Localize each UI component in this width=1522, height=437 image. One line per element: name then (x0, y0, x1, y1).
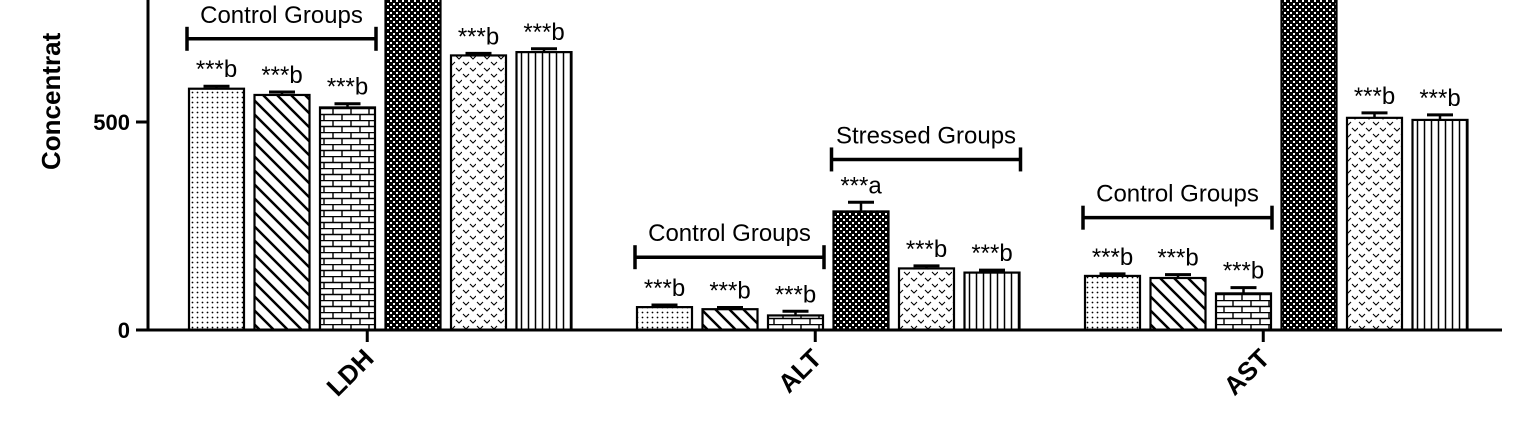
error-bar (203, 84, 230, 89)
significance-label: ***b (1354, 83, 1395, 110)
group-bracket: Control Groups (185, 2, 378, 51)
error-bar (782, 309, 809, 316)
group-label: Control Groups (648, 220, 811, 247)
bar-alt-5 (897, 267, 956, 332)
error-bar (1099, 272, 1126, 276)
y-tick-label: 500 (93, 110, 130, 135)
error-bar (979, 268, 1005, 273)
error-bar (269, 90, 295, 95)
x-tick-label: AST (1218, 343, 1276, 401)
significance-label: ***b (196, 56, 237, 83)
error-bar (1165, 273, 1191, 278)
error-bar (334, 102, 361, 108)
bar-ast-6 (1411, 118, 1469, 332)
bar-alt-4 (832, 210, 890, 332)
significance-label: ***b (644, 275, 685, 302)
x-tick-label: ALT (772, 343, 828, 399)
group-bracket: Control Groups (1081, 181, 1274, 230)
bar-alt-1 (635, 306, 694, 332)
error-bar (717, 306, 743, 310)
bar-ast-4 (1280, 0, 1338, 332)
significance-label: ***b (1092, 244, 1133, 271)
y-axis-label: Concentrat (36, 32, 66, 170)
bar-ldh-4 (384, 0, 442, 332)
bar-ldh-2 (253, 93, 311, 332)
significance-label: ***b (1419, 85, 1460, 112)
significance-label: ***b (1223, 258, 1264, 285)
bar-alt-3 (766, 314, 825, 332)
group-label: Control Groups (1096, 181, 1259, 208)
bar-ldh-1 (187, 87, 246, 332)
significance-label: ***b (775, 281, 816, 308)
error-bar (651, 303, 678, 308)
y-tick-label: 0 (118, 318, 130, 343)
bar-alt-6 (963, 271, 1021, 332)
group-label: Control Groups (200, 2, 363, 29)
error-bar (531, 47, 557, 53)
bars-layer: ***b ***b ***b ***b ***b ***b ***b ***b ***b ***a… (187, 0, 1469, 332)
significance-label: ***b (327, 74, 368, 101)
group-bracket: Stressed Groups (829, 122, 1023, 172)
error-bar (465, 51, 492, 56)
significance-label: ***b (1157, 245, 1198, 272)
bar-ast-3 (1214, 292, 1273, 332)
bar-ast-2 (1149, 276, 1207, 332)
significance-label: ***b (458, 23, 499, 50)
error-bar (848, 200, 874, 212)
error-bar (1427, 113, 1453, 120)
bar-ldh-5 (449, 54, 508, 332)
significance-label: ***b (261, 62, 302, 89)
x-tick-label: LDH (320, 343, 379, 402)
significance-label: ***b (523, 19, 564, 46)
bar-alt-2 (701, 308, 759, 332)
significance-label: ***a (840, 172, 882, 199)
bar-ldh-6 (515, 51, 573, 332)
group-bracket: Control Groups (633, 220, 826, 270)
bar-ast-1 (1083, 274, 1142, 332)
significance-label: ***b (906, 236, 947, 263)
error-bar (1230, 286, 1257, 294)
group-label: Stressed Groups (836, 122, 1016, 149)
error-bar (913, 264, 940, 269)
bar-ast-5 (1345, 116, 1404, 332)
significance-label: ***b (709, 278, 750, 305)
bar-ldh-3 (318, 106, 377, 332)
significance-label: ***b (971, 240, 1012, 267)
error-bar (1361, 111, 1388, 118)
